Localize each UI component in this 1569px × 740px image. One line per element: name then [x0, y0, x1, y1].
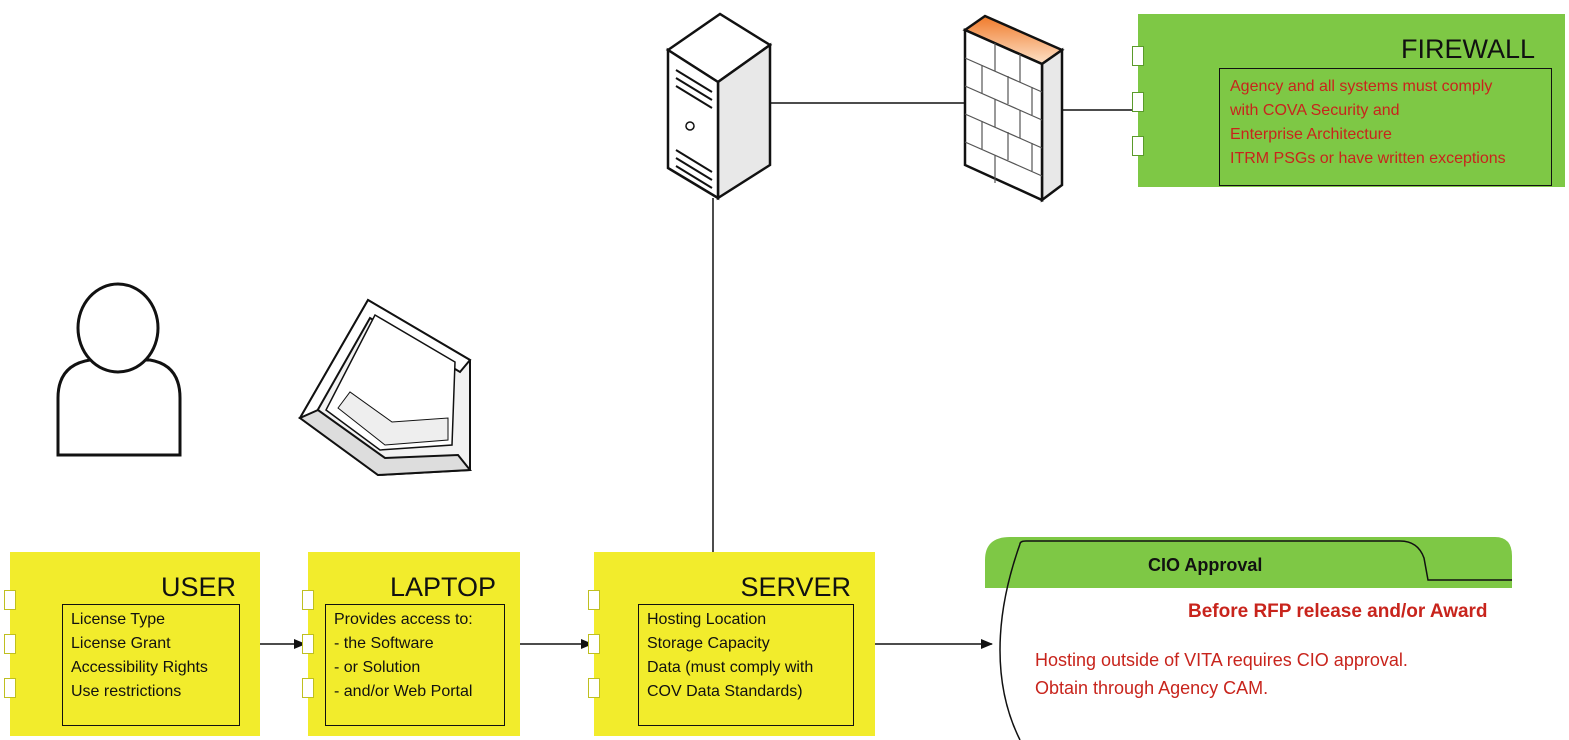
cio-approval-shape	[985, 537, 1512, 740]
server-line: COV Data Standards)	[647, 683, 803, 700]
server-line: Hosting Location	[647, 611, 767, 628]
connector-tab	[1132, 92, 1144, 112]
connector-tab	[4, 678, 16, 698]
laptop-line: Provides access to:	[334, 611, 473, 628]
connector-tab	[4, 634, 16, 654]
connector-tab	[1132, 136, 1144, 156]
connector-tab	[588, 678, 600, 698]
server-title: SERVER	[740, 572, 851, 602]
server-line: Storage Capacity	[647, 635, 770, 652]
cio-body-line: Obtain through Agency CAM.	[1035, 678, 1269, 698]
connector-tab	[302, 678, 314, 698]
firewall-line: ITRM PSGs or have written exceptions	[1230, 150, 1506, 167]
firewall-icon	[962, 14, 1065, 203]
connector-tab	[1132, 46, 1144, 66]
firewall-line: Enterprise Architecture	[1230, 126, 1392, 143]
laptop-line: - the Software	[334, 635, 434, 652]
server-icon	[665, 12, 773, 201]
firewall-line: Agency and all systems must comply	[1230, 78, 1493, 95]
user-line: Use restrictions	[71, 683, 182, 700]
firewall-requirements: Agency and all systems must comply with …	[1219, 68, 1552, 186]
laptop-title: LAPTOP	[389, 572, 496, 602]
server-line: Data (must comply with	[647, 659, 814, 676]
connector-tab	[588, 590, 600, 610]
laptop-line: - or Solution	[334, 659, 421, 676]
laptop-icon	[298, 298, 472, 477]
cio-approval-body: Hosting outside of VITA requires CIO app…	[1035, 646, 1408, 702]
connector-tab	[302, 590, 314, 610]
user-box: USER License Type License Grant Accessib…	[4, 552, 260, 736]
user-line: License Type	[71, 611, 165, 628]
cio-body-line: Hosting outside of VITA requires CIO app…	[1035, 650, 1408, 670]
laptop-line: - and/or Web Portal	[334, 683, 473, 700]
firewall-line: with COVA Security and	[1230, 102, 1400, 119]
cio-approval-title: CIO Approval	[1148, 555, 1263, 575]
cio-approval-subtitle: Before RFP release and/or Award	[1188, 601, 1488, 622]
server-details: Hosting Location Storage Capacity Data (…	[638, 604, 854, 726]
user-details: License Type License Grant Accessibility…	[62, 604, 240, 726]
firewall-box: FIREWALL Agency and all systems must com…	[1132, 14, 1565, 187]
server-box: SERVER Hosting Location Storage Capacity…	[588, 552, 875, 736]
user-line: Accessibility Rights	[71, 659, 208, 676]
connector-tab	[302, 634, 314, 654]
firewall-title: FIREWALL	[1400, 34, 1535, 64]
user-line: License Grant	[71, 635, 171, 652]
laptop-details: Provides access to: - the Software - or …	[325, 604, 505, 726]
connector-tab	[588, 634, 600, 654]
user-title: USER	[160, 572, 236, 602]
laptop-box: LAPTOP Provides access to: - the Softwar…	[302, 552, 520, 736]
user-icon	[56, 282, 182, 457]
connector-tab	[4, 590, 16, 610]
